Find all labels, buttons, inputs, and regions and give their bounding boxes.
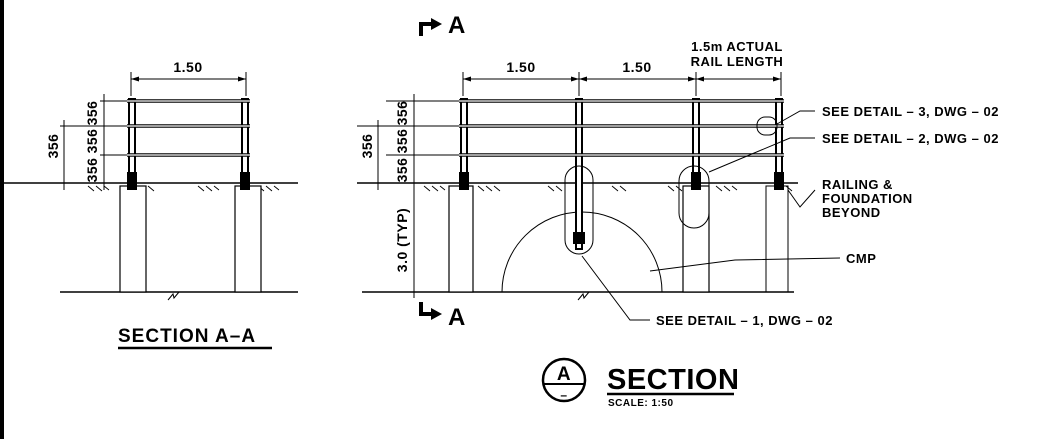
post-left — [128, 98, 136, 184]
cut-mark-bottom-arrow — [431, 308, 442, 320]
cut-mark-top-label: A — [448, 12, 466, 39]
anchor-right — [240, 172, 250, 190]
dim-arrows-main — [463, 76, 781, 82]
leader-detail-2 — [708, 137, 815, 173]
detail-2-bubble — [678, 165, 710, 229]
leader-detail-1 — [581, 255, 650, 321]
callout-railing-3: BEYOND — [822, 205, 881, 220]
section-aa: 1.50 356 356 356 356 SECTION A–A — [0, 59, 298, 350]
section-symbol — [541, 357, 587, 403]
detail-3-bubble — [756, 116, 778, 136]
section-main: A A — [357, 12, 999, 331]
anchor-3 — [691, 172, 701, 190]
section-symbol-sub: – — [560, 388, 567, 402]
rails-main — [459, 99, 784, 157]
main-height-dim-1: 356 — [394, 101, 410, 126]
cut-mark-top-line — [419, 22, 434, 36]
section-title: SECTION — [607, 364, 739, 396]
post-1 — [460, 98, 468, 184]
leader-detail-3 — [776, 110, 815, 125]
callout-detail-3: SEE DETAIL – 3, DWG – 02 — [822, 104, 999, 119]
detail-1-bubble — [564, 165, 594, 255]
main-height-dim-3: 356 — [394, 158, 410, 183]
post-right — [241, 98, 249, 184]
main-total-dim: 356 — [359, 134, 375, 159]
section-scale: SCALE: 1:50 — [608, 398, 674, 409]
footing-1 — [448, 185, 474, 293]
callout-detail-1: SEE DETAIL – 1, DWG – 02 — [656, 313, 833, 328]
footing-3 — [682, 185, 710, 293]
post-2 — [575, 98, 583, 250]
section-title-block: A – SECTION SCALE: 1:50 — [541, 357, 739, 409]
post-4-beyond — [775, 98, 783, 184]
cut-mark-bottom-line — [419, 302, 434, 316]
callout-railing-2: FOUNDATION — [822, 191, 913, 206]
anchor-4 — [774, 172, 784, 190]
footing-beyond — [765, 185, 789, 293]
leader-railing — [787, 189, 816, 208]
rail-length-line1: 1.5m ACTUAL — [691, 39, 783, 54]
callout-railing-1: RAILING & — [822, 177, 893, 192]
break-mark-main — [577, 291, 590, 301]
callout-detail-2: SEE DETAIL – 2, DWG – 02 — [822, 131, 999, 146]
rail-length-line2: RAIL LENGTH — [691, 54, 784, 69]
soil-hatch-main — [423, 185, 793, 192]
aa-width-dim: 1.50 — [173, 59, 202, 75]
leader-cmp — [649, 257, 841, 272]
footing-left — [119, 185, 147, 293]
section-aa-title: SECTION A–A — [118, 326, 256, 347]
main-width-dim-1: 1.50 — [506, 59, 535, 75]
post-3 — [692, 98, 700, 184]
section-symbol-letter: A — [557, 364, 571, 385]
aa-total-dim: 356 — [45, 134, 61, 159]
main-width-dim-2: 1.50 — [622, 59, 651, 75]
main-height-dim-2: 356 — [394, 129, 410, 154]
anchor-2 — [573, 232, 585, 244]
aa-height-dim-1: 356 — [84, 101, 100, 126]
break-mark — [167, 291, 180, 301]
footing-right — [234, 185, 262, 293]
cut-mark-top-arrow — [431, 18, 442, 30]
anchor-left — [127, 172, 137, 190]
anchor-1 — [459, 172, 469, 190]
aa-height-dim-2: 356 — [84, 129, 100, 154]
main-depth-dim: 3.0 (TYP) — [394, 208, 410, 272]
cut-mark-bottom-label: A — [448, 304, 466, 331]
callout-cmp: CMP — [846, 251, 876, 266]
aa-height-dim-3: 356 — [84, 158, 100, 183]
rails-aa — [127, 99, 250, 157]
